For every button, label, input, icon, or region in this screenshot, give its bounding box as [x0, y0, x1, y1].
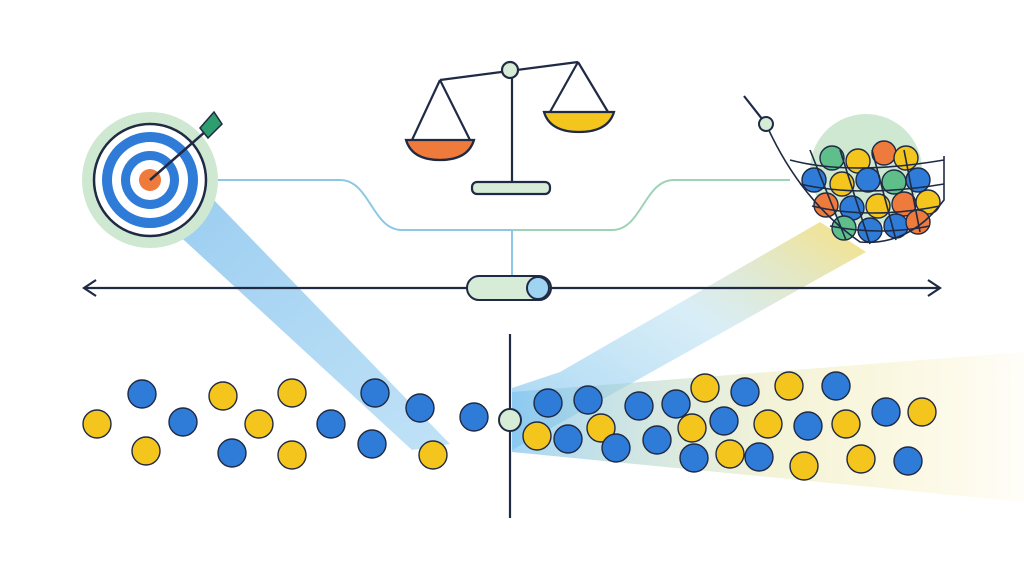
target-connector	[218, 179, 512, 231]
right-population-blue-dot	[893, 446, 923, 476]
left-population-blue-dot	[459, 402, 489, 432]
right-population-yellow-dot	[522, 421, 552, 451]
left-population-yellow-dot	[208, 381, 238, 411]
left-population-yellow-dot	[277, 440, 307, 470]
right-population-blue-dot	[661, 389, 691, 419]
right-population-yellow-dot	[690, 373, 720, 403]
net-ball-yellow-dot	[915, 189, 941, 215]
left-population-blue-dot	[360, 378, 390, 408]
target-icon	[82, 110, 223, 248]
left-population	[82, 378, 489, 470]
right-population-blue-dot	[573, 385, 603, 415]
net-icon	[743, 95, 945, 245]
net-connector	[512, 179, 790, 231]
right-population-blue-dot	[679, 443, 709, 473]
left-population-yellow-dot	[277, 378, 307, 408]
right-population-blue-dot	[744, 442, 774, 472]
right-population-yellow-dot	[831, 409, 861, 439]
right-population-yellow-dot	[846, 444, 876, 474]
right-population-yellow-dot	[586, 413, 616, 443]
left-population-blue-dot	[127, 379, 157, 409]
slider-icon[interactable]	[466, 275, 552, 301]
left-population-yellow-dot	[418, 440, 448, 470]
right-population-blue-dot	[533, 388, 563, 418]
right-population-blue-dot	[624, 391, 654, 421]
left-population-yellow-dot	[131, 436, 161, 466]
net-ball-green-dot	[819, 145, 845, 171]
right-population-blue-dot	[642, 425, 672, 455]
net-ball-orange-dot	[813, 192, 839, 218]
right-population-blue-dot	[709, 406, 739, 436]
right-population-blue-dot	[601, 433, 631, 463]
right-population-blue-dot	[793, 411, 823, 441]
left-population-blue-dot	[168, 407, 198, 437]
center-node	[498, 408, 522, 432]
right-population-yellow-dot	[907, 397, 937, 427]
net-ball-blue-dot	[855, 167, 881, 193]
right-population-blue-dot	[730, 377, 760, 407]
right-population-blue-dot	[821, 371, 851, 401]
right-population-yellow-dot	[774, 371, 804, 401]
left-population-blue-dot	[357, 429, 387, 459]
left-population-blue-dot	[217, 438, 247, 468]
net-ball-blue-dot	[905, 167, 931, 193]
right-population-blue-dot	[871, 397, 901, 427]
left-population-blue-dot	[316, 409, 346, 439]
left-population-blue-dot	[405, 393, 435, 423]
right-population-yellow-dot	[789, 451, 819, 481]
left-population-yellow-dot	[82, 409, 112, 439]
right-population-yellow-dot	[753, 409, 783, 439]
balance-scale-icon	[404, 60, 616, 196]
left-population-yellow-dot	[244, 409, 274, 439]
right-population-blue-dot	[553, 424, 583, 454]
right-population-yellow-dot	[715, 439, 745, 469]
right-population	[522, 371, 937, 481]
right-population-yellow-dot	[677, 413, 707, 443]
